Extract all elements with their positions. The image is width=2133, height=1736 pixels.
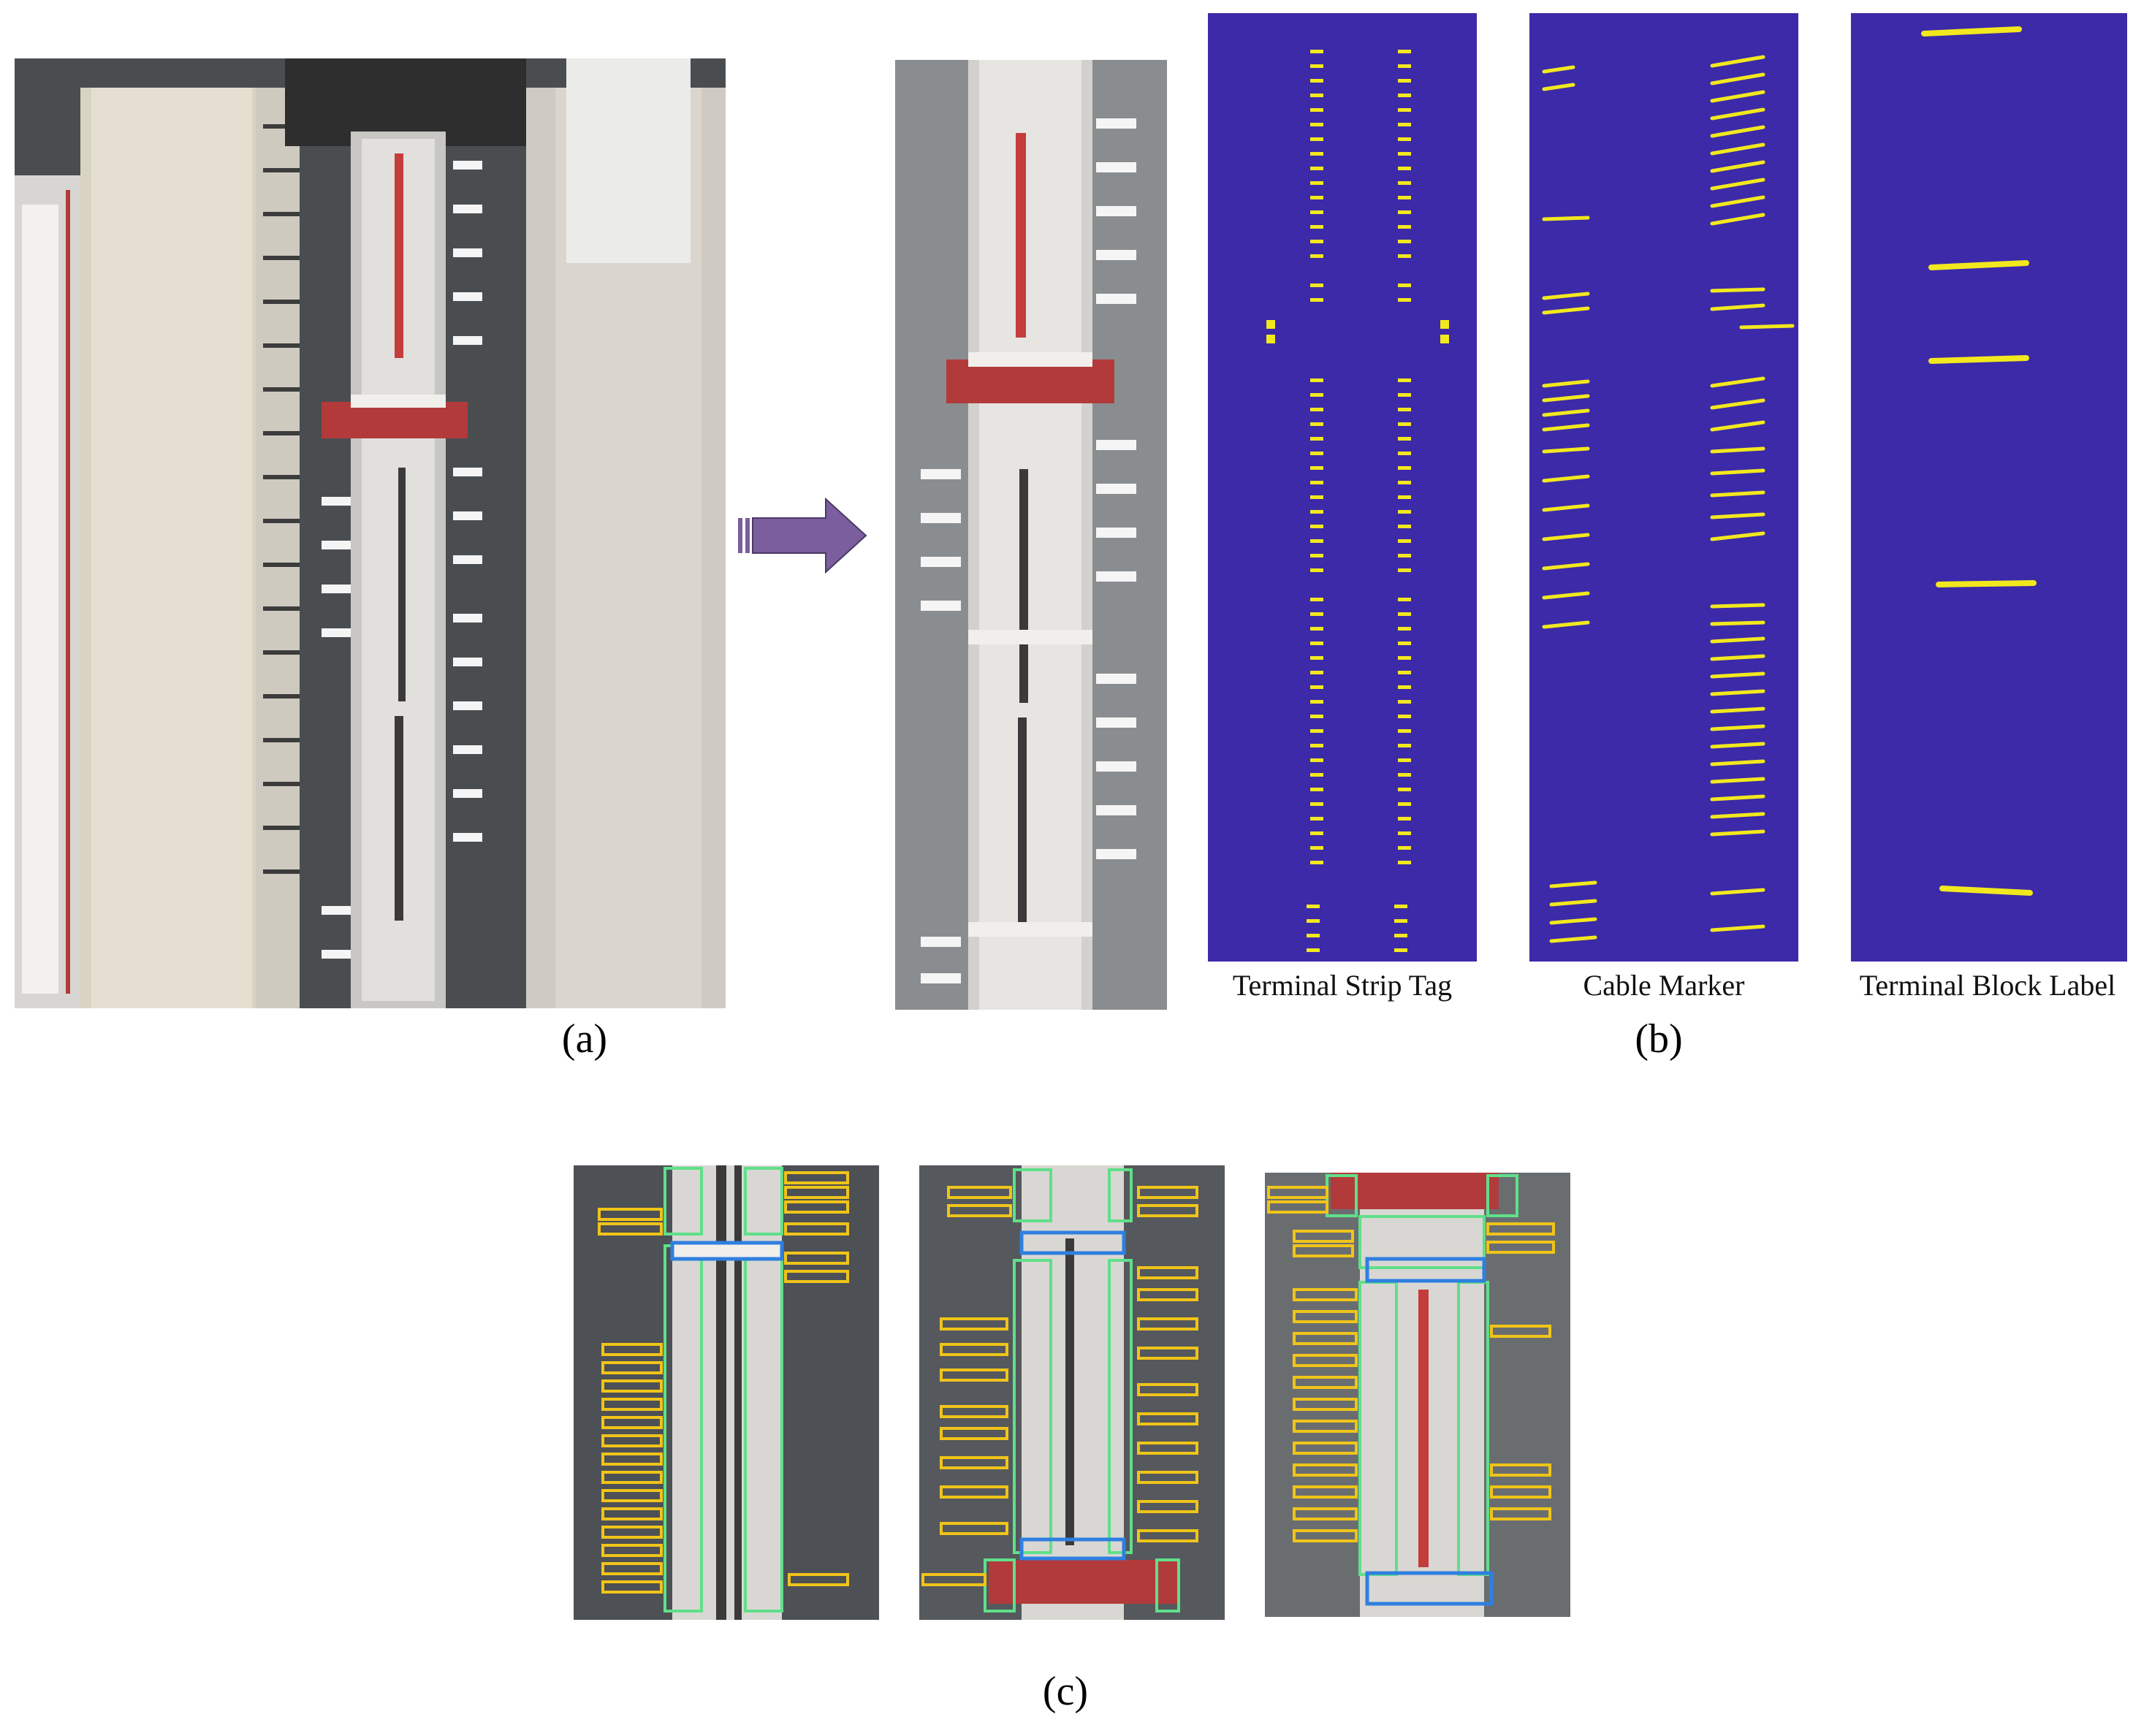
cabinet-photo xyxy=(15,58,726,1008)
mask-cable-marker xyxy=(1529,13,1798,962)
panel-label-a: (a) xyxy=(561,1016,608,1062)
mask-caption-cable-marker: Cable Marker xyxy=(1583,969,1745,1002)
panel-label-b: (b) xyxy=(1635,1016,1683,1062)
detection-result-3 xyxy=(1265,1173,1570,1617)
mask-caption-terminal-strip-tag: Terminal Strip Tag xyxy=(1232,969,1453,1002)
right-arrow-icon xyxy=(738,495,870,576)
panel-label-c: (c) xyxy=(1042,1669,1089,1714)
mask-terminal-block-label xyxy=(1851,13,2127,962)
detection-result-2 xyxy=(919,1165,1225,1620)
mask-caption-terminal-block-label: Terminal Block Label xyxy=(1859,969,2116,1002)
cropped-terminal-strip xyxy=(895,60,1167,1010)
mask-terminal-strip-tag xyxy=(1208,13,1477,962)
detection-result-1 xyxy=(574,1165,879,1620)
